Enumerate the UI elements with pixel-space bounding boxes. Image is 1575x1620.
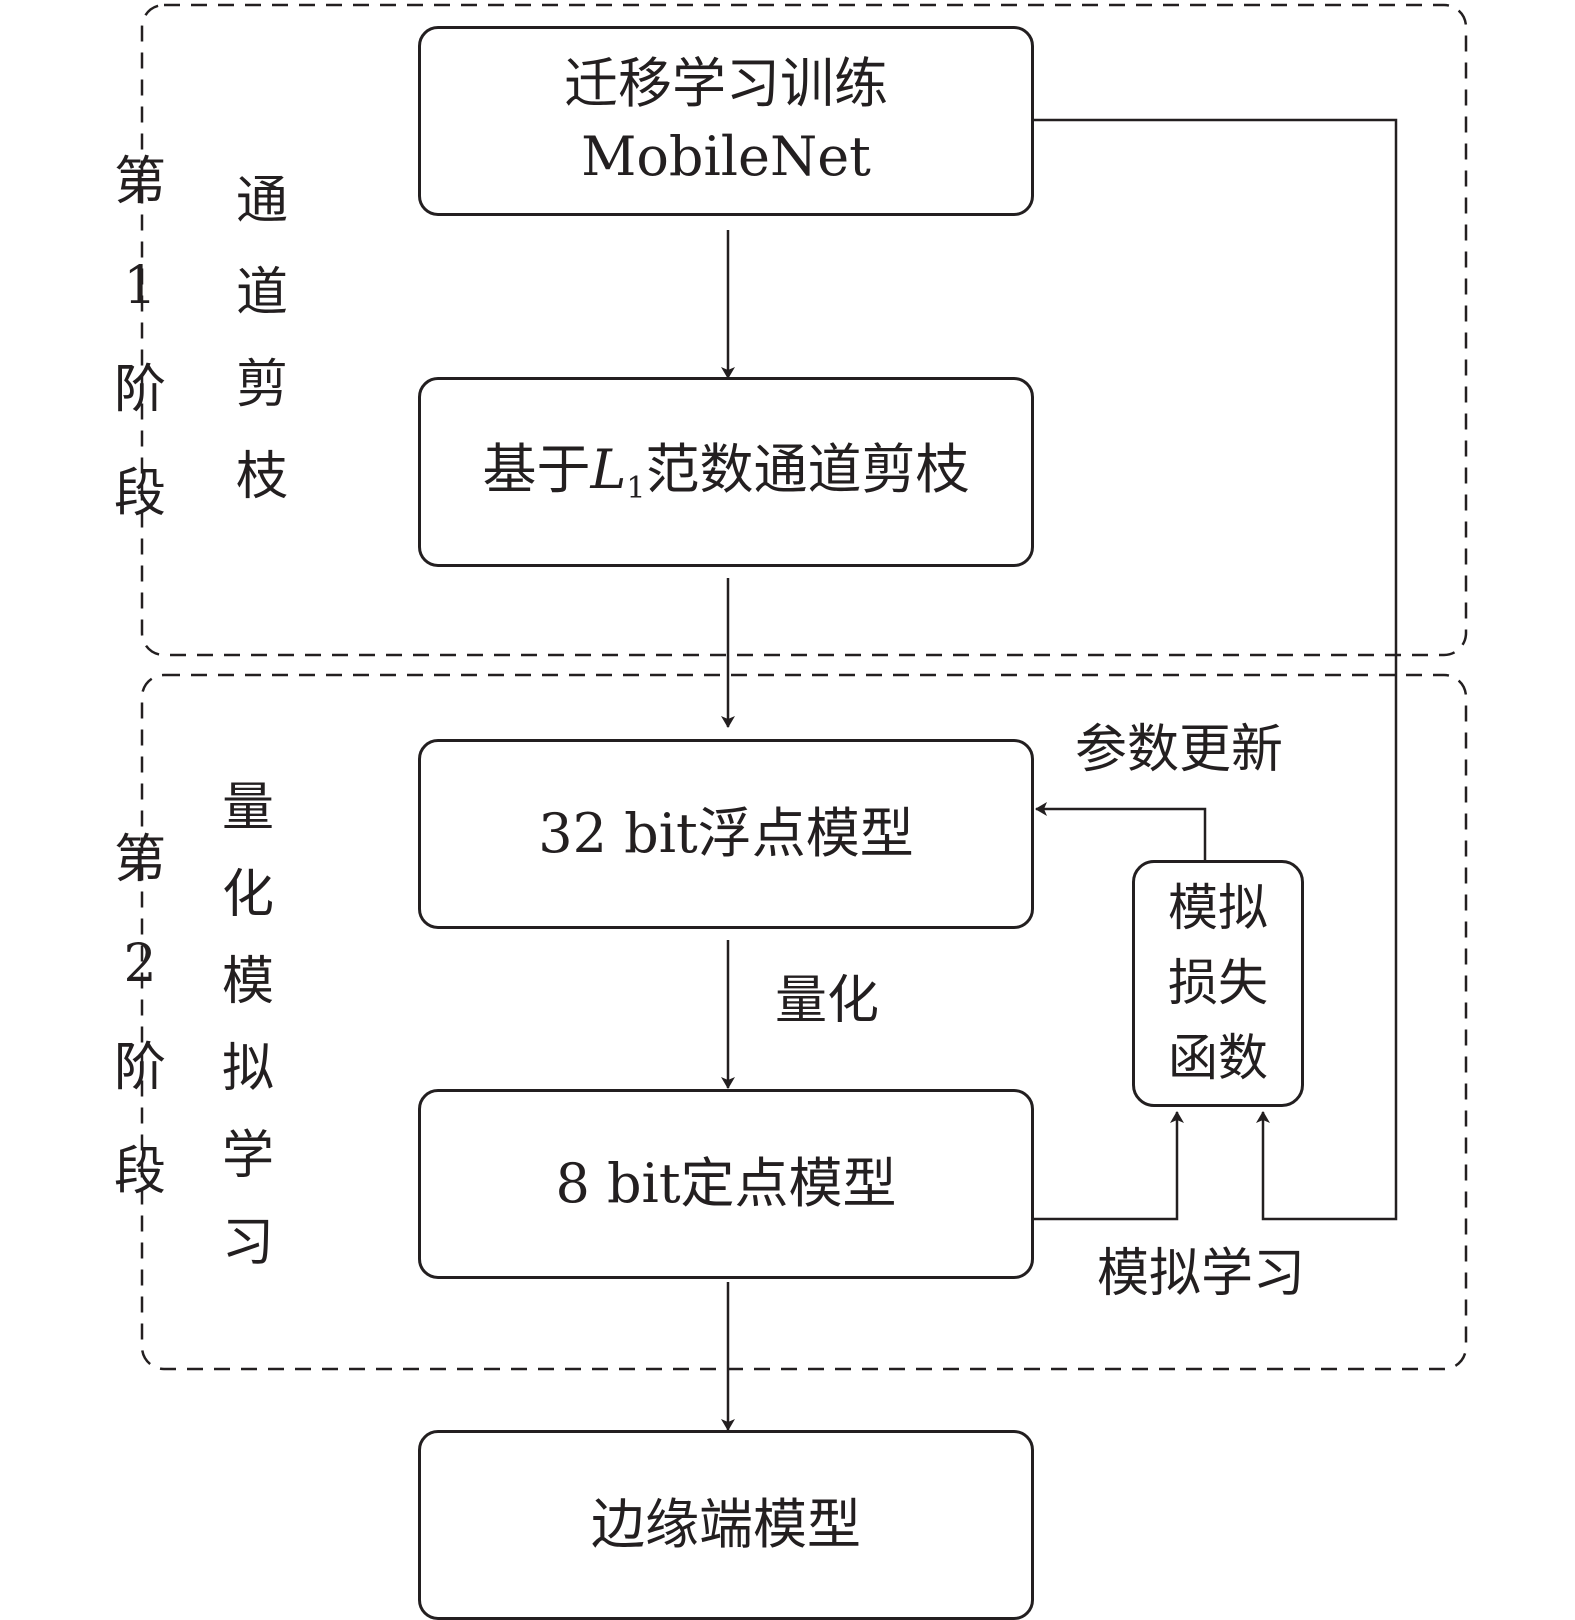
phase-quant-label: 量 化 模 拟 学 习 [208, 765, 288, 1287]
channel-pruning-box: 基于L1范数通道剪枝 [418, 377, 1034, 567]
channel-pruning-text: 基于L1范数通道剪枝 [483, 434, 970, 510]
pruning-suffix: 范数通道剪枝 [645, 438, 970, 502]
phase-quant-char: 学 [221, 1126, 274, 1186]
arrow-fixed-to-loss [1034, 1111, 1184, 1221]
sim-learning-label: 模拟学习 [1097, 1244, 1306, 1304]
edge-model-box: 边缘端模型 [418, 1430, 1034, 1620]
phase-quant-char: 拟 [221, 1039, 274, 1099]
stage1-region [140, 3, 1468, 657]
quantize-label: 量化 [775, 971, 880, 1031]
fixed-model-box: 8 bit定点模型 [418, 1089, 1034, 1279]
phase-pruning-char: 道 [235, 263, 288, 323]
stage2-char: 段 [113, 1142, 166, 1202]
norm-subscript: 1 [626, 471, 646, 507]
stage2-char: 阶 [113, 1038, 166, 1098]
phase-pruning-label: 通 道 剪 枝 [222, 155, 302, 523]
transfer-learning-box: 迁移学习训练 MobileNet [418, 26, 1034, 216]
float-model-box: 32 bit浮点模型 [418, 739, 1034, 929]
phase-quant-char: 模 [221, 952, 274, 1012]
stage1-char: 段 [113, 464, 166, 524]
stage2-char: 2 [123, 934, 157, 994]
mobilenet-label: MobileNet [581, 125, 871, 188]
float-model-text: 32 bit浮点模型 [538, 801, 914, 865]
arrow-transfer-to-loss [1034, 118, 1398, 1221]
phase-quant-char: 量 [221, 778, 274, 838]
sim-loss-box: 模拟 损失 函数 [1132, 860, 1304, 1107]
phase-pruning-char: 通 [235, 171, 288, 231]
phase-quant-char: 化 [221, 865, 274, 925]
phase-pruning-char: 剪 [235, 355, 288, 415]
phase-quant-char: 习 [221, 1213, 274, 1273]
edge-model-text: 边缘端模型 [591, 1492, 861, 1556]
fixed-model-text: 8 bit定点模型 [555, 1151, 897, 1215]
norm-variable: L [590, 438, 627, 502]
stage2-label: 第 2 阶 段 [100, 808, 180, 1224]
param-update-label: 参数更新 [1075, 720, 1284, 780]
stage2-char: 第 [113, 830, 166, 890]
stage1-label: 第 1 阶 段 [100, 130, 180, 546]
transfer-learning-title: 迁移学习训练 [564, 52, 888, 116]
stage1-char: 第 [113, 152, 166, 212]
stage1-char: 阶 [113, 360, 166, 420]
sim-loss-line: 函数 [1168, 1029, 1268, 1087]
stage1-char: 1 [123, 256, 157, 316]
pruning-prefix: 基于 [482, 438, 591, 502]
phase-pruning-char: 枝 [235, 447, 288, 507]
sim-loss-line: 模拟 [1168, 879, 1268, 937]
arrow-loss-to-float [1035, 802, 1207, 862]
sim-loss-line: 损失 [1168, 954, 1268, 1012]
